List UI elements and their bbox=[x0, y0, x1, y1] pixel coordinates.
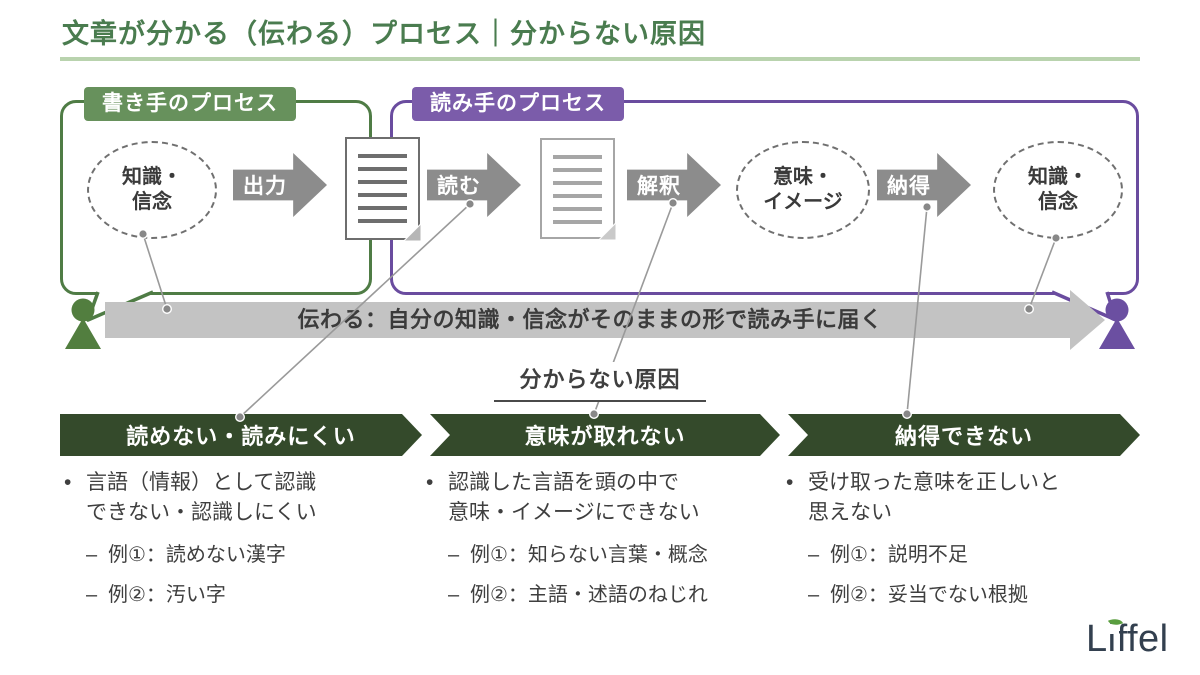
writer-process-label: 書き手のプロセス bbox=[84, 87, 296, 121]
read-arrow-label: 読む bbox=[436, 175, 481, 198]
doc-line bbox=[553, 181, 602, 185]
page-title: 文章が分かる（伝わる）プロセス｜分からない原因 bbox=[62, 19, 706, 49]
doc-line bbox=[553, 220, 602, 224]
cause-example: 例②：汚い字 bbox=[62, 581, 412, 609]
doc-line bbox=[358, 180, 407, 184]
page-fold-icon bbox=[402, 222, 421, 241]
document-icon-written bbox=[345, 137, 421, 241]
title-underline bbox=[60, 57, 1140, 61]
cause-column-unreadable: 言語（情報）として認識 できない・認識しにくい 例①：読めない漢字 例②：汚い字 bbox=[62, 468, 412, 609]
cause-column-not-convinced: 受け取った意味を正しいと 思えない 例①：説明不足 例②：妥当でない根拠 bbox=[784, 468, 1174, 609]
desc-line: 意味・イメージにできない bbox=[448, 501, 700, 525]
interpret-arrow-label: 解釈 bbox=[636, 175, 681, 198]
reader-person-icon bbox=[1105, 298, 1129, 322]
logo-text: Liffel bbox=[1086, 618, 1169, 660]
writer-knowledge-oval: 知識・ 信念 bbox=[87, 141, 217, 239]
doc-line bbox=[358, 219, 407, 223]
document-icon-read bbox=[540, 138, 616, 240]
desc-line: 思えない bbox=[808, 501, 892, 525]
conveyed-banner-text: 伝わる：自分の知識・信念がそのままの形で読み手に届く bbox=[297, 307, 883, 332]
cause-example: 例①：読めない漢字 bbox=[62, 541, 412, 569]
oval-text-line: 知識・ bbox=[1028, 166, 1088, 188]
accept-arrow-label: 納得 bbox=[886, 175, 931, 198]
doc-line bbox=[553, 194, 602, 198]
stage-banner-no-meaning: 意味が取れない bbox=[430, 414, 780, 456]
conveyed-banner-arrow: 伝わる：自分の知識・信念がそのままの形で読み手に届く bbox=[105, 290, 1105, 350]
meaning-image-oval: 意味・ イメージ bbox=[736, 141, 870, 239]
cause-example: 例②：主語・述語のねじれ bbox=[424, 581, 776, 609]
doc-line bbox=[553, 155, 602, 159]
liffel-logo: Liffel bbox=[1086, 615, 1169, 661]
doc-line bbox=[358, 154, 407, 158]
desc-line: 認識した言語を頭の中で bbox=[448, 471, 679, 494]
logo-dot-cover bbox=[1110, 624, 1119, 634]
oval-text-line: 知識・ bbox=[122, 166, 182, 188]
cause-example: 例①：説明不足 bbox=[784, 541, 1174, 569]
output-arrow-label: 出力 bbox=[242, 175, 287, 198]
oval-text-line: イメージ bbox=[763, 191, 843, 213]
causes-heading: 分からない原因 bbox=[494, 362, 706, 402]
doc-line bbox=[358, 193, 407, 197]
doc-line bbox=[553, 168, 602, 172]
cause-description: 受け取った意味を正しいと 思えない bbox=[784, 468, 1174, 529]
oval-text-line: 意味・ bbox=[773, 166, 833, 188]
stage-banner-unreadable: 読めない・読みにくい bbox=[60, 414, 422, 456]
desc-line: できない・認識しにくい bbox=[86, 501, 317, 525]
doc-line bbox=[553, 207, 602, 211]
doc-line bbox=[358, 167, 407, 171]
reader-knowledge-oval: 知識・ 信念 bbox=[993, 141, 1123, 239]
reader-person-body bbox=[1099, 318, 1135, 349]
writer-person-icon bbox=[71, 298, 95, 322]
writer-person-body bbox=[65, 318, 101, 349]
oval-text-line: 信念 bbox=[1038, 191, 1078, 213]
reader-process-label: 読み手のプロセス bbox=[412, 87, 624, 121]
stage-banner-not-convinced: 納得できない bbox=[788, 414, 1140, 456]
doc-line bbox=[358, 206, 407, 210]
desc-line: 受け取った意味を正しいと bbox=[808, 471, 1060, 494]
page-fold-icon bbox=[597, 221, 616, 240]
oval-text-line: 信念 bbox=[132, 191, 172, 213]
cause-example: 例①：知らない言葉・概念 bbox=[424, 541, 776, 569]
desc-line: 言語（情報）として認識 bbox=[86, 471, 317, 494]
cause-column-no-meaning: 認識した言語を頭の中で 意味・イメージにできない 例①：知らない言葉・概念 例②… bbox=[424, 468, 776, 609]
cause-description: 言語（情報）として認識 できない・認識しにくい bbox=[62, 468, 412, 529]
cause-description: 認識した言語を頭の中で 意味・イメージにできない bbox=[424, 468, 776, 529]
cause-example: 例②：妥当でない根拠 bbox=[784, 581, 1174, 609]
